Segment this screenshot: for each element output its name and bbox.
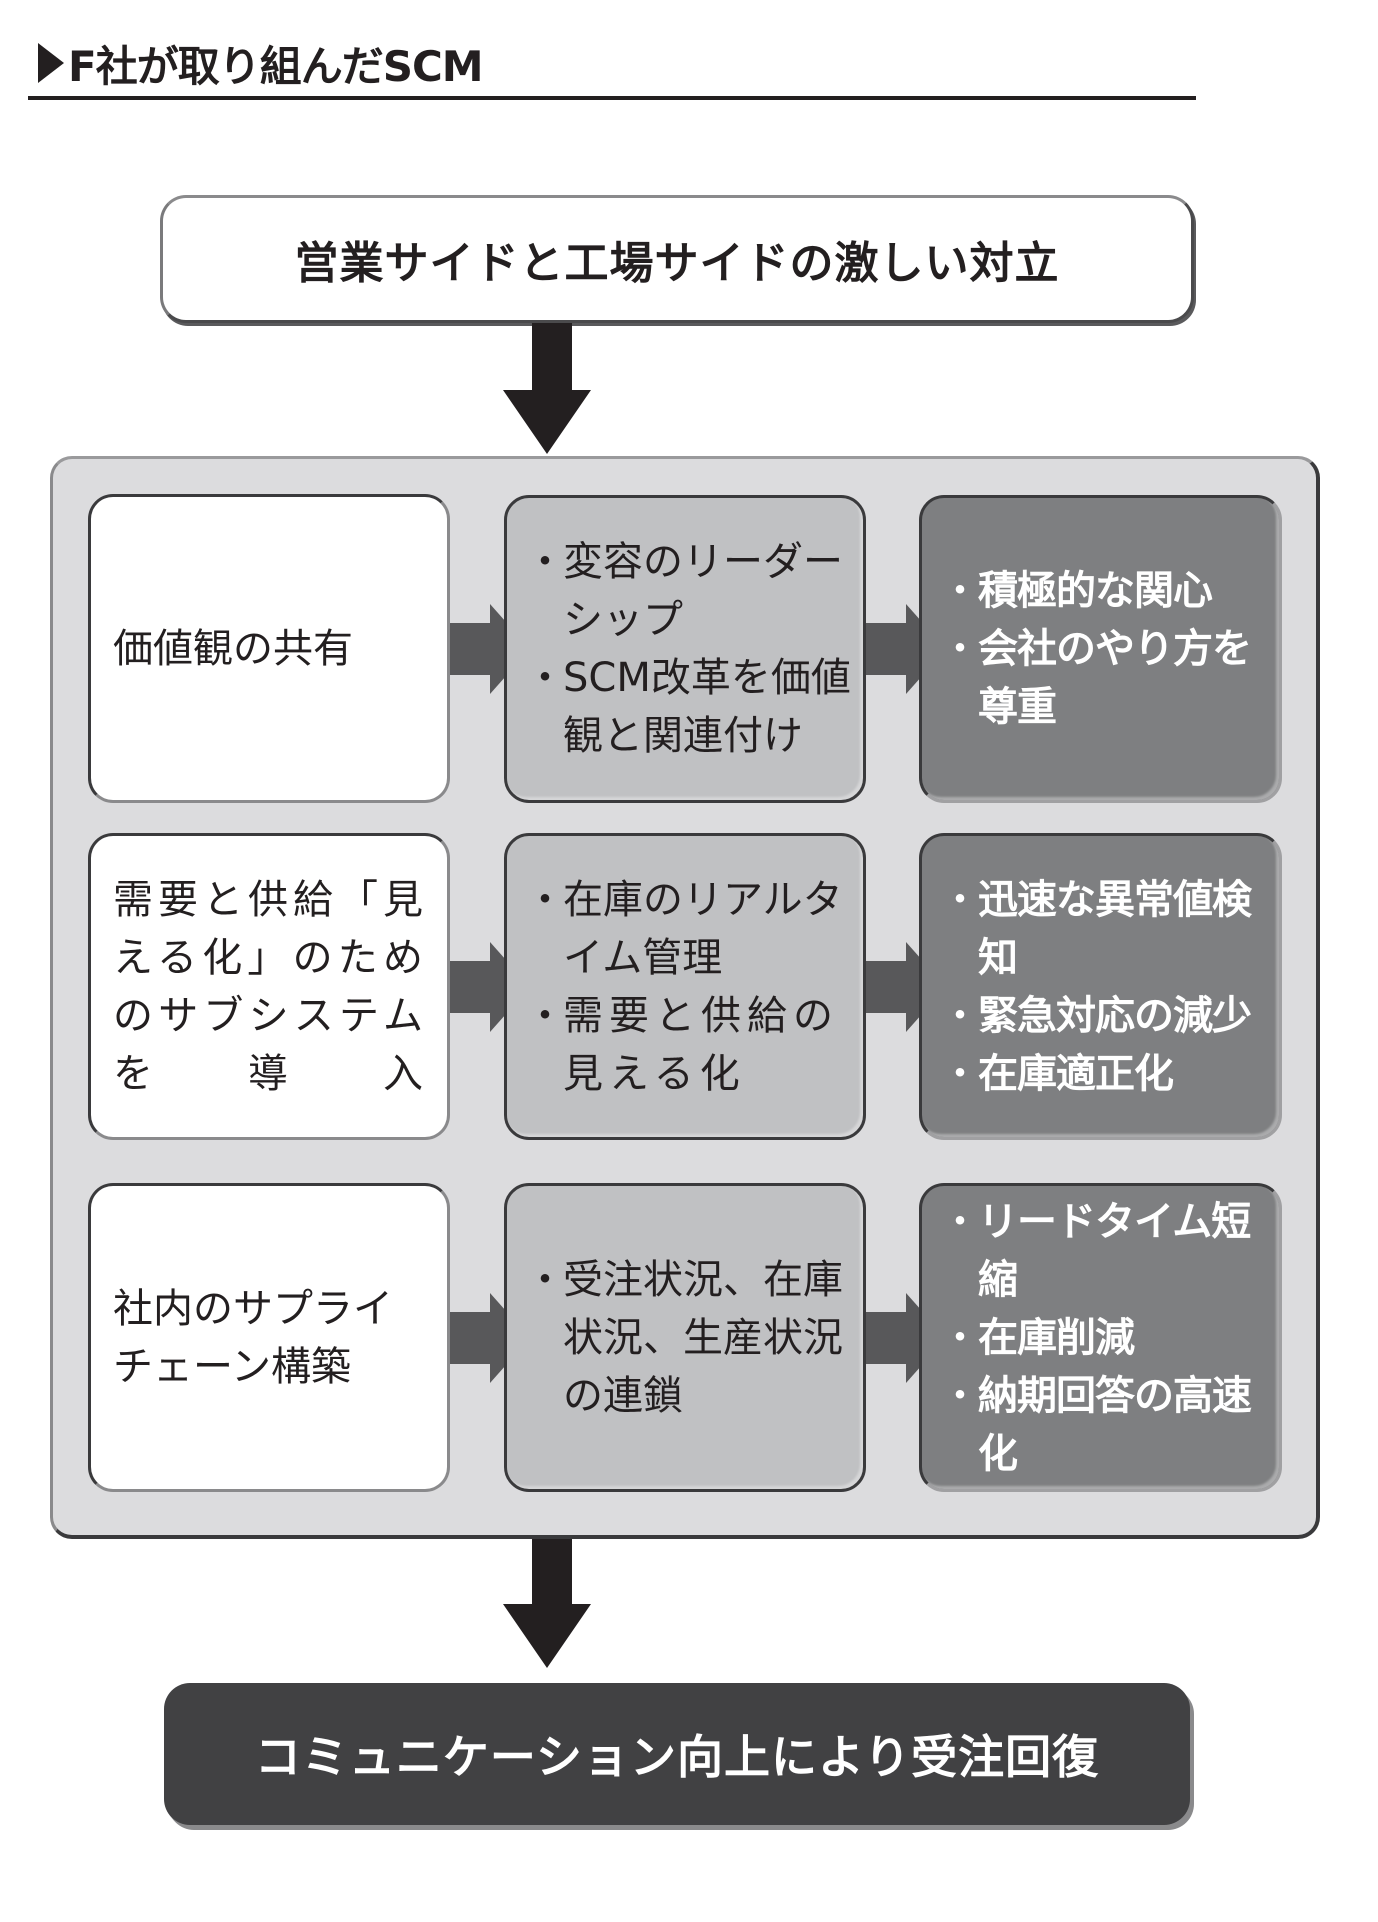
result-item: 緊急対応の減少 (940, 987, 1269, 1045)
outcome-text: コミュニケーション向上により受注回復 (254, 1730, 1100, 1784)
page-heading: F社が取り組んだSCM (30, 36, 484, 91)
result-box: 迅速な異常値検知 緊急対応の減少 在庫適正化 (919, 833, 1282, 1140)
result-item: 会社のやり方を尊重 (940, 620, 1269, 736)
arrow-head (503, 390, 591, 454)
measure-item: 受注状況、在庫状況、生産状況の連鎖 (525, 1251, 853, 1425)
result-item: 迅速な異常値検知 (940, 871, 1269, 987)
measure-list: 変容のリーダーシップ SCM改革を価値観と関連付け (507, 533, 863, 765)
result-box: リードタイム短縮 在庫削減 納期回答の高速化 (919, 1183, 1282, 1492)
arrow-shaft (866, 961, 906, 1013)
arrow-shaft (532, 323, 572, 390)
result-list: 積極的な関心 会社のやり方を尊重 (922, 562, 1279, 736)
initiative-box: 需要と供給「見える化」のためのサブシステムを導入 (88, 833, 450, 1140)
arrow-head (503, 1604, 591, 1668)
measure-item: SCM改革を価値観と関連付け (525, 649, 853, 765)
down-arrow-icon (503, 1539, 591, 1669)
arrow-shaft (532, 1539, 572, 1604)
measure-box: 在庫のリアルタイム管理 需要と供給の見える化 (504, 833, 866, 1140)
outcome-box: コミュニケーション向上により受注回復 (164, 1683, 1190, 1825)
arrow-shaft (450, 961, 490, 1013)
arrow-shaft (866, 623, 906, 675)
measure-item: 需要と供給の見える化 (525, 987, 853, 1103)
problem-box: 営業サイドと工場サイドの激しい対立 (160, 195, 1194, 323)
result-box: 積極的な関心 会社のやり方を尊重 (919, 495, 1282, 803)
initiative-text: 社内のサプライチェーン構築 (113, 1285, 393, 1390)
arrow-shaft (450, 1312, 490, 1364)
initiative-text: 需要と供給「見える化」のためのサブシステムを導入 (113, 876, 427, 1097)
right-triangle-icon (38, 43, 64, 83)
result-list: リードタイム短縮 在庫削減 納期回答の高速化 (922, 1193, 1279, 1483)
initiative-text: 価値観の共有 (113, 625, 353, 672)
result-item: 在庫適正化 (940, 1045, 1269, 1103)
initiative-box: 価値観の共有 (88, 494, 450, 803)
measure-item: 変容のリーダーシップ (525, 533, 853, 649)
measure-list: 在庫のリアルタイム管理 需要と供給の見える化 (507, 871, 863, 1103)
page-title: F社が取り組んだSCM (68, 41, 484, 91)
result-list: 迅速な異常値検知 緊急対応の減少 在庫適正化 (922, 871, 1279, 1103)
result-item: リードタイム短縮 (940, 1193, 1269, 1309)
problem-text: 営業サイドと工場サイドの激しい対立 (294, 238, 1060, 289)
heading-divider (28, 96, 1196, 100)
down-arrow-icon (503, 323, 591, 454)
result-item: 在庫削減 (940, 1309, 1269, 1367)
measure-item: 在庫のリアルタイム管理 (525, 871, 853, 987)
result-item: 納期回答の高速化 (940, 1367, 1269, 1483)
arrow-shaft (450, 623, 490, 675)
measure-box: 変容のリーダーシップ SCM改革を価値観と関連付け (504, 495, 866, 803)
result-item: 積極的な関心 (940, 562, 1269, 620)
initiative-box: 社内のサプライチェーン構築 (88, 1183, 450, 1492)
arrow-shaft (866, 1312, 906, 1364)
measure-box: 受注状況、在庫状況、生産状況の連鎖 (504, 1183, 866, 1492)
measure-list: 受注状況、在庫状況、生産状況の連鎖 (507, 1251, 863, 1425)
